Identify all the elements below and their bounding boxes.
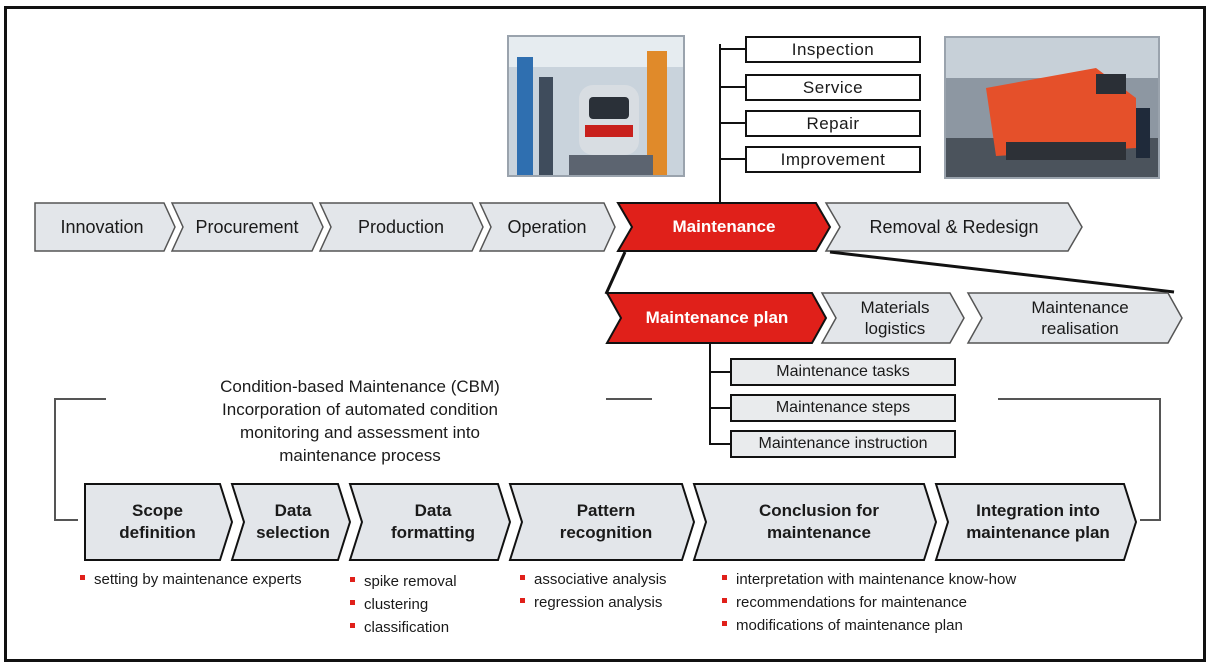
list-item: modifications of maintenance plan bbox=[720, 614, 1120, 637]
chevron-production bbox=[318, 202, 484, 252]
plan-item-instruction: Maintenance instruction bbox=[730, 430, 956, 458]
label-integration: Integration into maintenance plan bbox=[966, 501, 1110, 542]
chevron-procurement bbox=[170, 202, 324, 252]
bullets-pattern: associative analysis regression analysis bbox=[518, 568, 718, 614]
step-data-formatting bbox=[348, 483, 512, 561]
chevron-materials-logistics bbox=[820, 292, 965, 344]
label-data-formatting: Data formatting bbox=[390, 501, 476, 542]
label-innovation: Innovation bbox=[60, 217, 144, 237]
locomotive-photo bbox=[944, 36, 1160, 179]
bullets-conclusion: interpretation with maintenance know-how… bbox=[720, 568, 1120, 637]
step-conclusion bbox=[692, 483, 938, 561]
bullets-formatting: spike removal clustering classification bbox=[348, 570, 518, 639]
cbm-line-4: maintenance process bbox=[279, 446, 441, 465]
chevron-innovation bbox=[34, 202, 176, 252]
label-materials-logistics: Materials logistics bbox=[860, 298, 930, 338]
label-maintenance-realisation: Maintenance realisation bbox=[1031, 298, 1129, 338]
bullets-scope: setting by maintenance experts bbox=[78, 568, 308, 591]
train-workshop-photo bbox=[507, 35, 685, 177]
step-data-selection bbox=[230, 483, 352, 561]
list-item: associative analysis bbox=[518, 568, 718, 591]
label-procurement: Procurement bbox=[195, 217, 299, 237]
type-service: Service bbox=[745, 74, 921, 101]
label-conclusion: Conclusion for maintenance bbox=[759, 501, 879, 542]
cbm-line-2: Incorporation of automated condition bbox=[222, 400, 498, 419]
label-maintenance: Maintenance bbox=[672, 217, 776, 236]
chevron-maintenance-realisation bbox=[966, 292, 1183, 344]
chevron-maintenance bbox=[616, 202, 832, 252]
plan-item-tasks: Maintenance tasks bbox=[730, 358, 956, 386]
cbm-title: Condition-based Maintenance (CBM) bbox=[220, 377, 500, 396]
label-scope-definition: Scope definition bbox=[119, 501, 196, 542]
list-item: spike removal bbox=[348, 570, 518, 593]
list-item: interpretation with maintenance know-how bbox=[720, 568, 1120, 591]
label-pattern-recognition: Pattern recognition bbox=[559, 501, 653, 542]
label-production: Production bbox=[357, 217, 445, 237]
plan-item-steps: Maintenance steps bbox=[730, 394, 956, 422]
label-removal-redesign: Removal & Redesign bbox=[869, 217, 1039, 237]
cbm-bracket-right bbox=[998, 398, 1161, 521]
type-improvement: Improvement bbox=[745, 146, 921, 173]
list-item: clustering bbox=[348, 593, 518, 616]
label-maintenance-plan: Maintenance plan bbox=[645, 308, 789, 327]
list-item: recommendations for maintenance bbox=[720, 591, 1120, 614]
label-operation: Operation bbox=[507, 217, 587, 237]
list-item: setting by maintenance experts bbox=[78, 568, 308, 591]
step-integration bbox=[934, 483, 1138, 561]
chevron-maintenance-plan bbox=[605, 292, 828, 344]
cbm-description: Condition-based Maintenance (CBM) Incorp… bbox=[150, 375, 570, 467]
cbm-bracket-left bbox=[54, 398, 106, 521]
type-inspection: Inspection bbox=[745, 36, 921, 63]
list-item: regression analysis bbox=[518, 591, 718, 614]
chevron-removal bbox=[824, 202, 1083, 252]
chevron-operation bbox=[478, 202, 616, 252]
list-item: classification bbox=[348, 616, 518, 639]
step-scope bbox=[84, 483, 234, 561]
cbm-line-3: monitoring and assessment into bbox=[239, 423, 481, 442]
step-pattern bbox=[508, 483, 696, 561]
type-repair: Repair bbox=[745, 110, 921, 137]
label-data-selection: Data selection bbox=[256, 501, 330, 542]
